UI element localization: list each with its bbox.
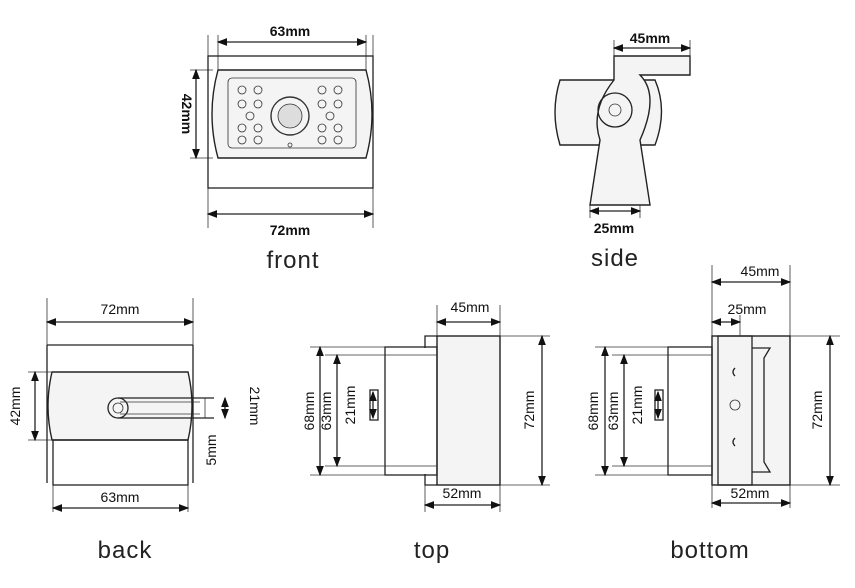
bottom-h72-label: 72mm bbox=[809, 391, 825, 430]
back-height-label: 42mm bbox=[7, 387, 23, 426]
bottom-base-label: 52mm bbox=[731, 485, 770, 501]
bottom-view: 68mm 63mm 21mm 45mm 25mm 72mm 52mm botto… bbox=[585, 263, 840, 564]
side-top-label: 45mm bbox=[630, 30, 670, 46]
top-base-label: 52mm bbox=[443, 485, 482, 501]
top-depth-label: 45mm bbox=[451, 299, 490, 315]
back-offset-label: 5mm bbox=[203, 434, 219, 465]
top-h63-label: 63mm bbox=[318, 392, 334, 431]
bottom-depth-label: 45mm bbox=[741, 263, 780, 279]
side-view: 45mm 25mm side bbox=[554, 30, 692, 272]
back-caption: back bbox=[98, 537, 153, 564]
top-caption: top bbox=[414, 537, 450, 564]
front-width-top-label: 63mm bbox=[270, 23, 310, 39]
front-view: 63mm 42mm 72mm front bbox=[179, 23, 375, 274]
back-width-bottom-label: 63mm bbox=[101, 489, 140, 505]
top-h72-label: 72mm bbox=[521, 391, 537, 430]
back-width-top-label: 72mm bbox=[101, 301, 140, 317]
side-caption: side bbox=[591, 245, 639, 272]
side-bottom-label: 25mm bbox=[594, 220, 634, 236]
back-view: 72mm 42mm 21mm 5mm 63mm back bbox=[7, 298, 263, 564]
bottom-flange-label: 25mm bbox=[728, 301, 767, 317]
front-width-bottom-label: 72mm bbox=[270, 222, 310, 238]
bottom-h63-label: 63mm bbox=[605, 392, 621, 431]
bottom-h68-label: 68mm bbox=[585, 392, 601, 431]
bottom-caption: bottom bbox=[670, 537, 749, 564]
top-h68-label: 68mm bbox=[301, 392, 317, 431]
front-height-label: 42mm bbox=[179, 94, 195, 134]
front-caption: front bbox=[266, 247, 319, 274]
top-view: 68mm 63mm 21mm 45mm 72mm 52mm top bbox=[301, 299, 550, 564]
top-h21-label: 21mm bbox=[342, 386, 358, 425]
back-slot-label: 21mm bbox=[247, 387, 263, 426]
bottom-h21-label: 21mm bbox=[629, 386, 645, 425]
